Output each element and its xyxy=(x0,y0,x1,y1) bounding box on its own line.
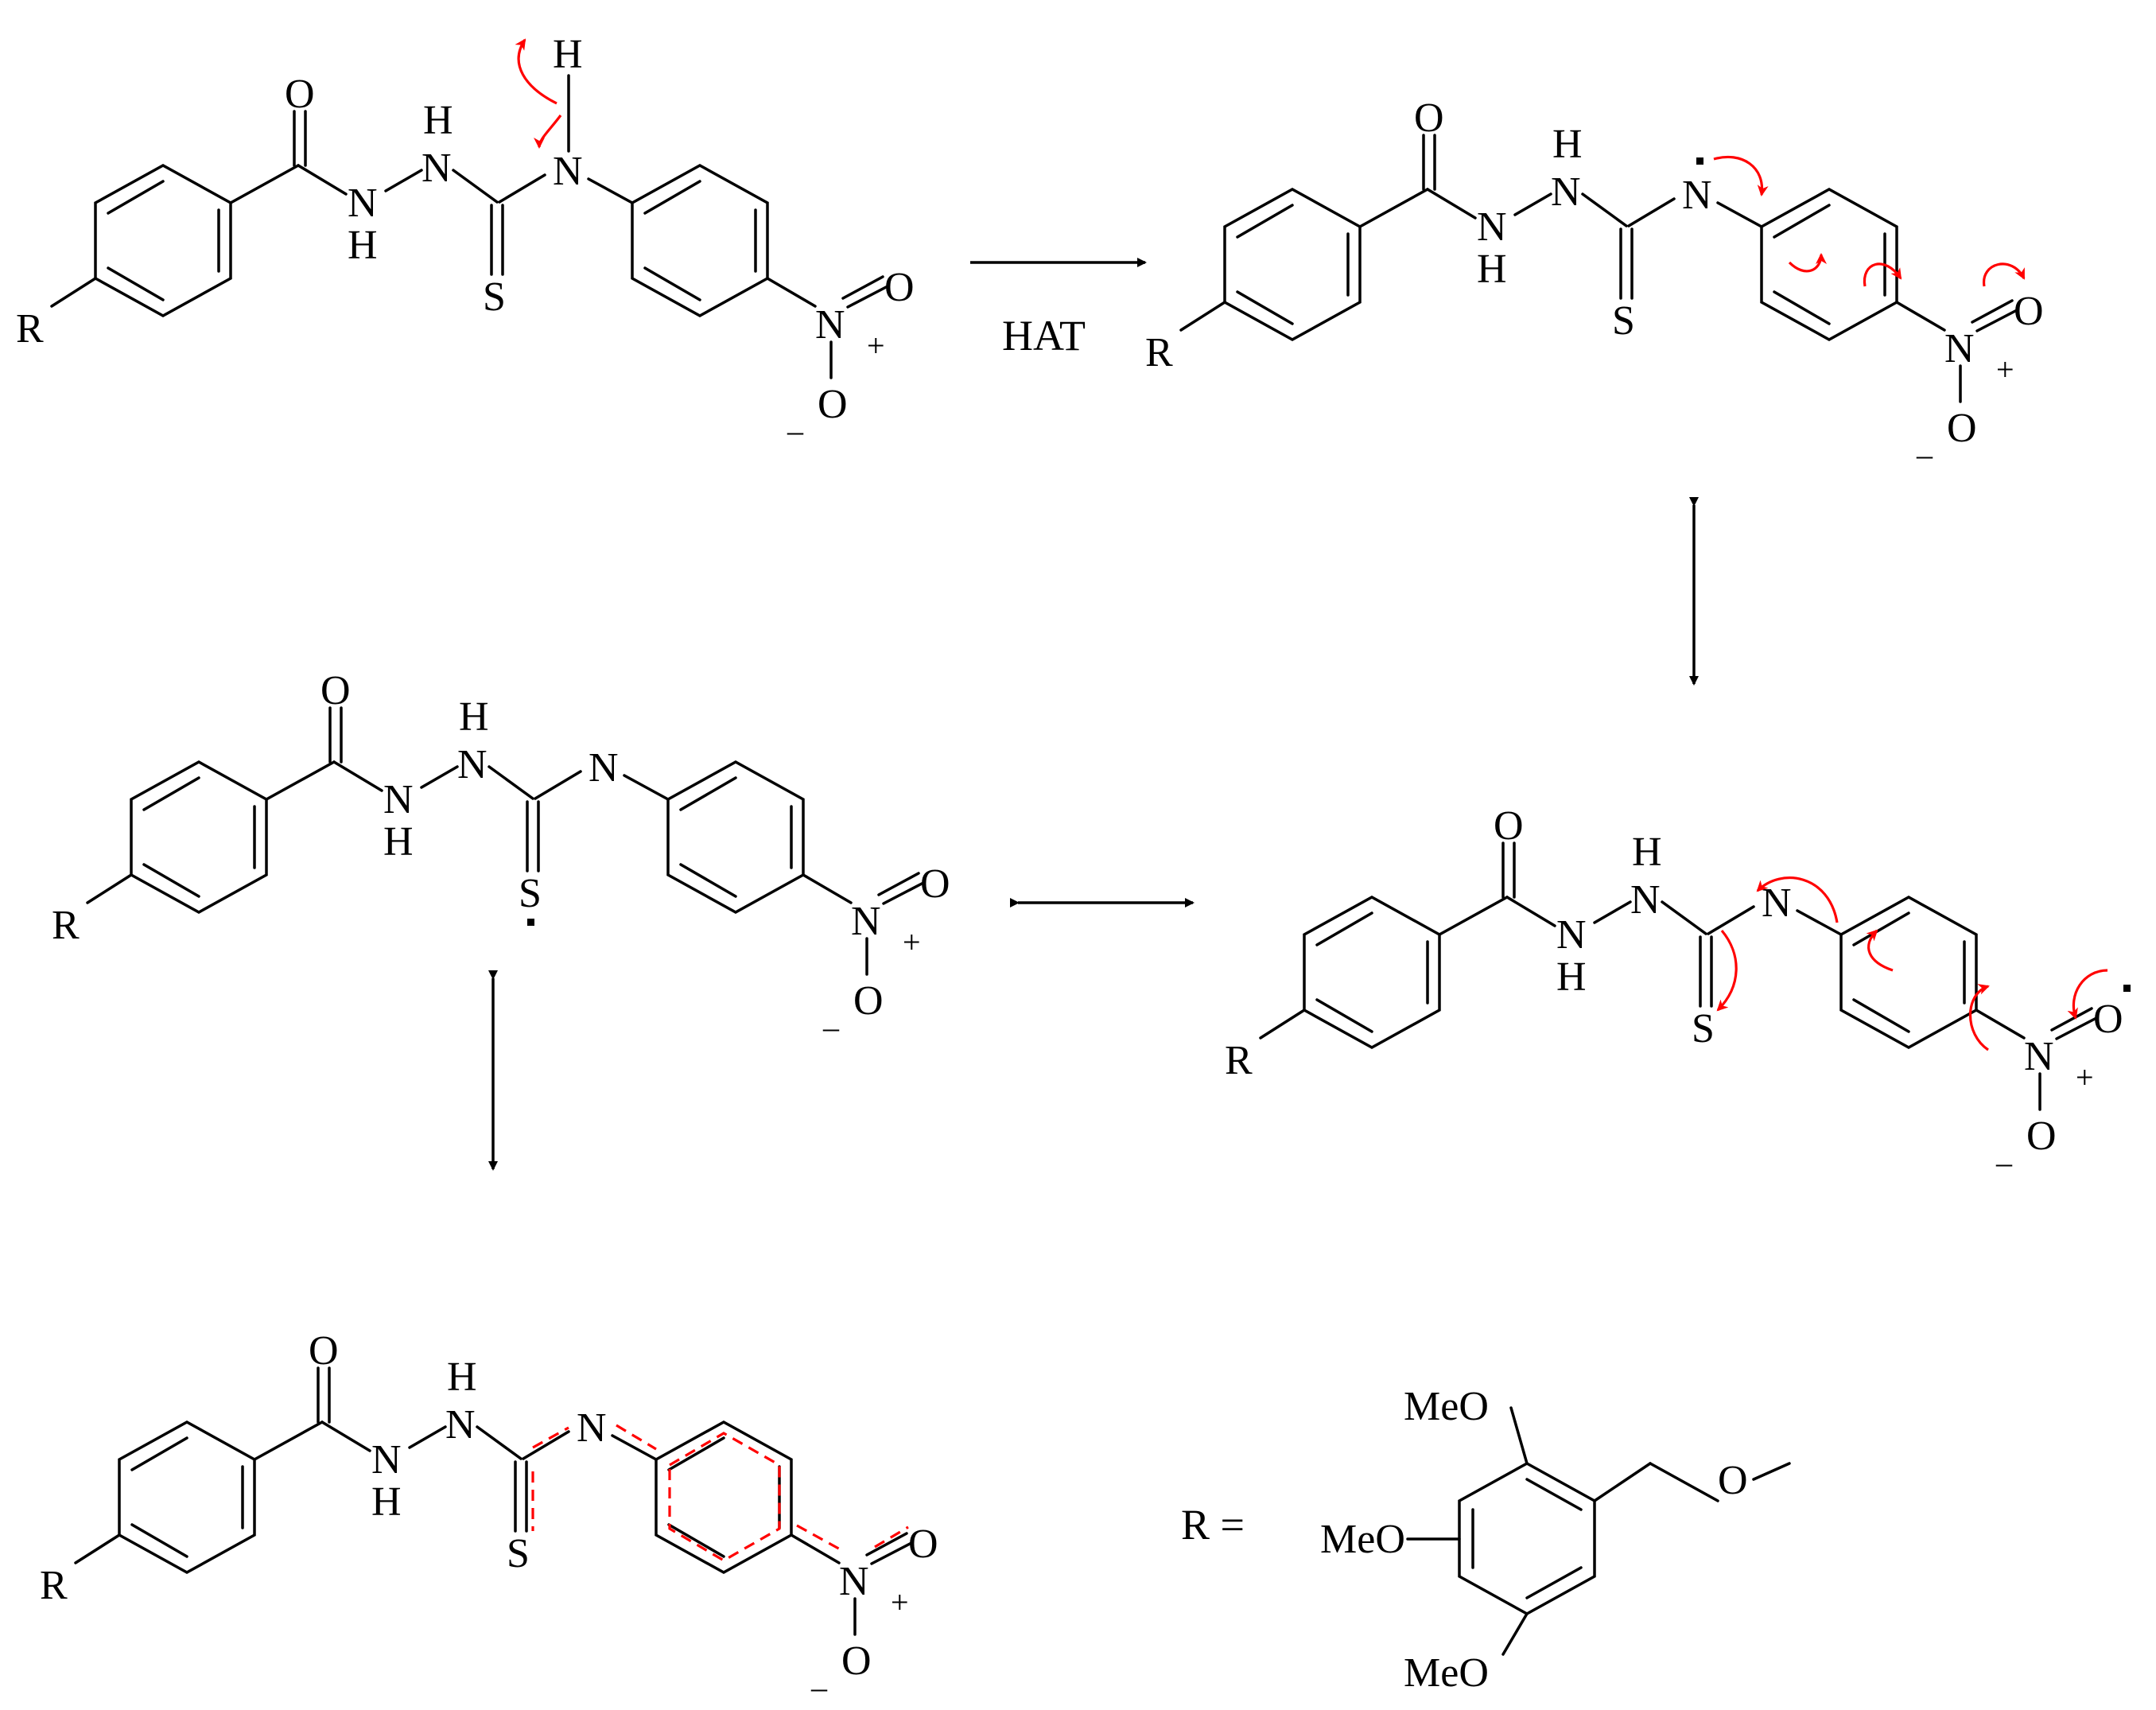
quinoid-arrow-4 xyxy=(1969,984,1990,1051)
nh-h-top: H xyxy=(1632,830,1662,875)
radical-arrow-1 xyxy=(1713,155,1769,196)
nh-h-bottom: H xyxy=(1556,954,1587,1000)
quinoid-arrow-3 xyxy=(1866,929,1894,972)
hat-curved-arrow xyxy=(515,38,557,105)
structure-3-quinoid-radical: O H N N H S N R N + O O – xyxy=(1225,803,2131,1180)
nitro-o-double: O xyxy=(2014,289,2044,334)
nitro-minus: – xyxy=(1995,1145,2013,1180)
imine-n: N xyxy=(589,745,619,791)
ether-o: O xyxy=(1718,1458,1748,1503)
imine-n: N xyxy=(1762,880,1792,926)
amine-n: N xyxy=(553,149,583,194)
nitro-plus: + xyxy=(1996,352,2014,387)
r-group: R xyxy=(40,1563,68,1608)
radical-n: N xyxy=(1682,173,1712,218)
nitro-minus: – xyxy=(1916,437,1933,472)
radical-arrow-3 xyxy=(1863,262,1902,287)
nh-n-top: N xyxy=(1551,169,1581,215)
thione-s: S xyxy=(1612,298,1635,344)
meo-bottom: MeO xyxy=(1404,1650,1489,1696)
nh-h-bottom: H xyxy=(1477,247,1507,292)
nh-h-bottom: H xyxy=(371,1479,402,1525)
n-radical-dot xyxy=(1696,157,1703,165)
nh-n-bottom: N xyxy=(348,181,378,226)
nitro-o-single: O xyxy=(1947,406,1977,451)
thione-s: S xyxy=(1692,1006,1715,1051)
nitro-o-double: O xyxy=(884,265,915,310)
nh-n-top: N xyxy=(1630,877,1661,923)
amine-h: H xyxy=(553,32,583,77)
imine-n: N xyxy=(577,1405,607,1451)
r-group-definition: R = MeO MeO MeO O xyxy=(1181,1384,1791,1696)
nh-n-bottom: N xyxy=(1556,912,1587,958)
s-radical-dot xyxy=(527,919,534,926)
nitro-o-radical: O xyxy=(2093,997,2123,1042)
radical-s: S xyxy=(519,871,542,916)
radical-arrow-2 xyxy=(1788,253,1827,273)
thione-s: S xyxy=(483,274,506,320)
meo-middle: MeO xyxy=(1320,1517,1405,1562)
nitro-n: N xyxy=(839,1559,869,1604)
r-group: R xyxy=(16,306,44,352)
nitro-minus: – xyxy=(822,1009,840,1045)
nh-n-top: N xyxy=(457,742,488,787)
nitro-plus: + xyxy=(891,1584,909,1620)
nitro-plus: + xyxy=(867,328,885,363)
r-group: R xyxy=(1225,1038,1253,1083)
nitro-plus: + xyxy=(903,924,921,960)
nitro-n: N xyxy=(851,899,881,944)
meo-top: MeO xyxy=(1404,1384,1489,1429)
o-radical-dot xyxy=(2123,985,2131,992)
delocalization-dashes xyxy=(531,1424,909,1562)
carbonyl-o: O xyxy=(1494,803,1524,849)
nh-h-top: H xyxy=(1552,122,1583,167)
nitro-n: N xyxy=(1944,326,1975,371)
structure-1-thiosemicarbazide: O H N N H S N H R N + O O – xyxy=(16,32,915,449)
nh-n-bottom: N xyxy=(1477,204,1507,250)
nh-h-top: H xyxy=(459,694,489,740)
nitro-minus: – xyxy=(810,1669,828,1705)
r-group: R xyxy=(1145,330,1173,375)
nitro-n: N xyxy=(2024,1034,2054,1079)
thione-s: S xyxy=(507,1531,530,1576)
nitro-o-single: O xyxy=(818,382,848,427)
nitro-o-single: O xyxy=(841,1638,872,1684)
nh-n-bottom: N xyxy=(383,777,414,822)
r-group: R xyxy=(52,903,80,948)
nh-n-bottom: N xyxy=(371,1437,402,1483)
nh-h-top: H xyxy=(447,1354,477,1400)
hat-reaction-arrow: HAT xyxy=(970,258,1147,359)
nh-h-bottom: H xyxy=(383,819,414,865)
nitro-o-single: O xyxy=(853,978,884,1024)
carbonyl-o: O xyxy=(309,1328,339,1374)
nh-bond-arrow xyxy=(534,115,562,149)
structure-4-s-radical: O H N N H S N R N + O O – xyxy=(52,668,950,1045)
structure-2-n-radical: O H N N H S N R N + O O – xyxy=(1145,95,2044,472)
nitro-plus: + xyxy=(2076,1059,2094,1095)
nitro-o-double: O xyxy=(920,861,950,907)
carbonyl-o: O xyxy=(320,668,351,713)
nh-n-top: N xyxy=(445,1402,476,1448)
quinoid-arrow-5 xyxy=(2067,969,2108,1020)
nitro-minus: – xyxy=(787,413,804,449)
quinoid-arrow-2 xyxy=(1716,929,1738,1012)
carbonyl-o: O xyxy=(1414,95,1444,141)
radical-arrow-4 xyxy=(1983,262,2026,287)
structure-5-delocalized: O H N N H S N R N + O O – xyxy=(40,1328,938,1705)
nitro-o-double: O xyxy=(908,1522,938,1567)
nitro-o-single: O xyxy=(2026,1113,2057,1159)
nh-h-bottom: H xyxy=(348,223,378,268)
nitro-n: N xyxy=(815,302,845,348)
hat-label: HAT xyxy=(1002,312,1086,359)
nh-h-top: H xyxy=(423,98,453,143)
nh-n-top: N xyxy=(421,146,452,191)
r-equals-label: R = xyxy=(1181,1501,1245,1549)
carbonyl-o: O xyxy=(285,72,315,117)
quinoid-arrow-1 xyxy=(1756,876,1839,923)
